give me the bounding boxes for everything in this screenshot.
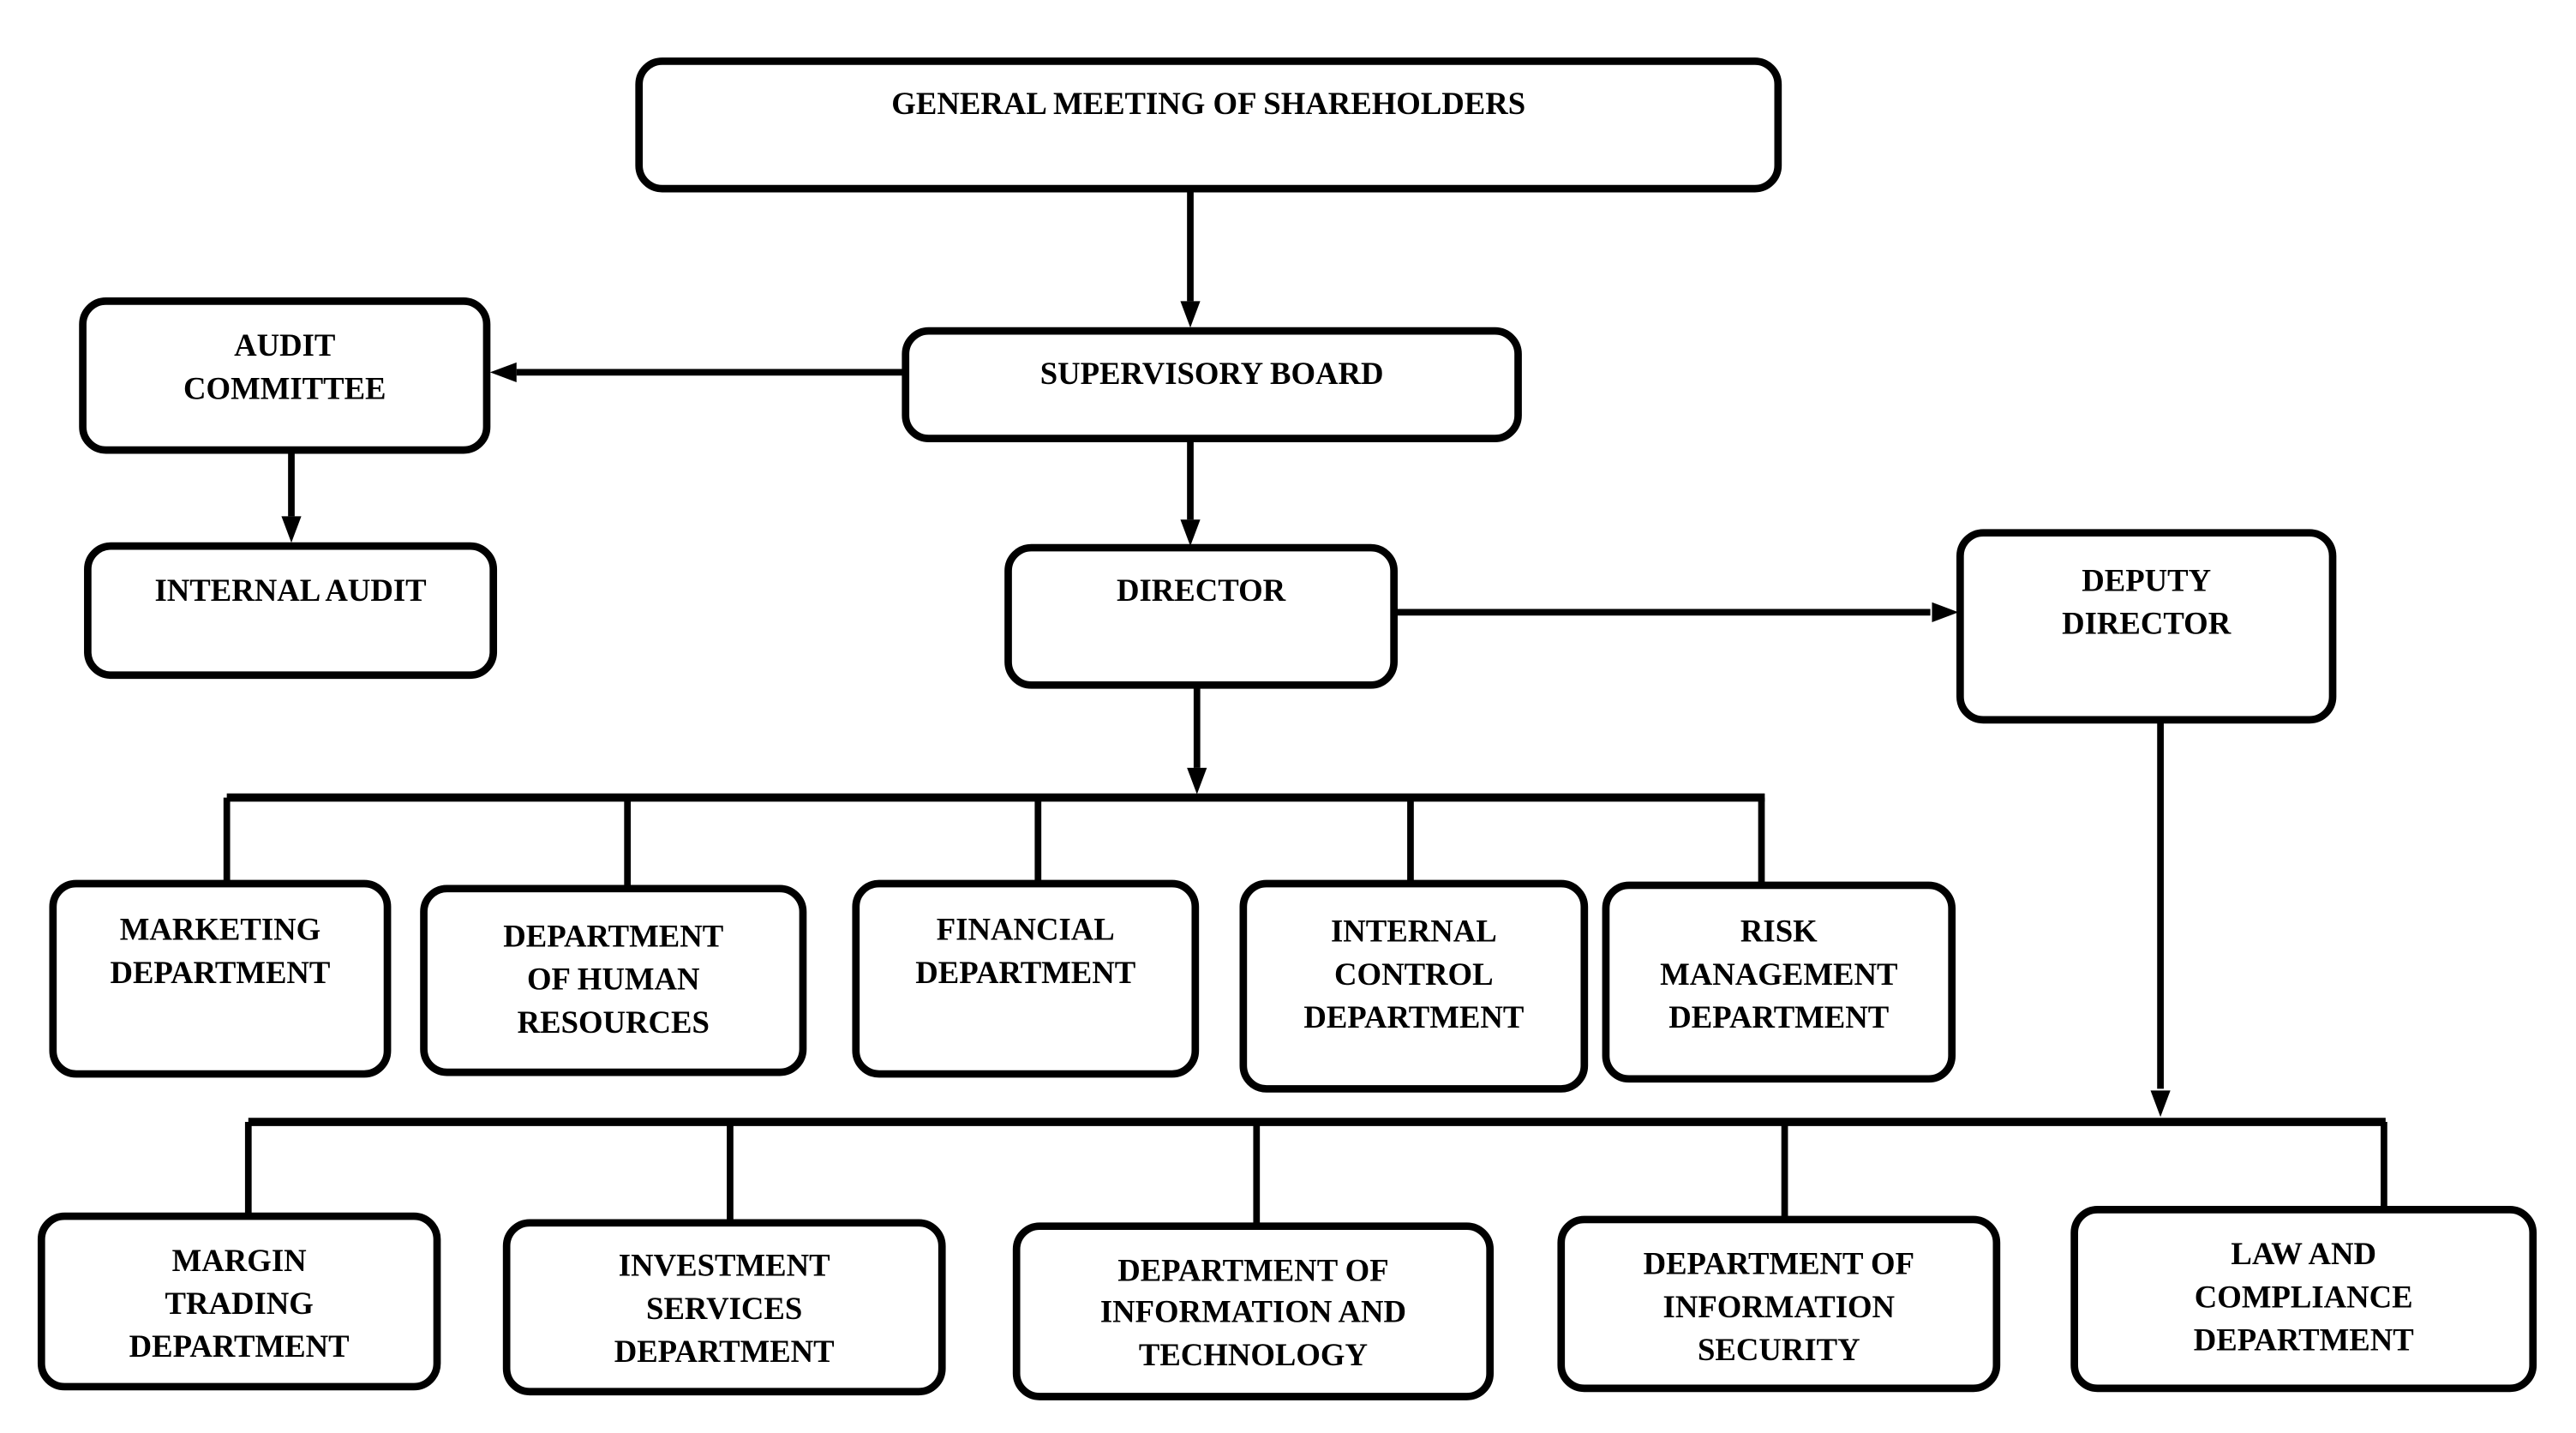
- arrowhead-audit-committee: [489, 362, 517, 382]
- arrowhead-internal-audit: [281, 516, 302, 543]
- node-label-investment: SERVICES: [646, 1291, 802, 1326]
- node-audit-committee: [79, 297, 491, 454]
- node-label-it: INFORMATION AND: [1100, 1294, 1406, 1329]
- node-label-investment: INVESTMENT: [619, 1248, 830, 1283]
- node-label-law: DEPARTMENT: [2194, 1322, 2414, 1357]
- node-label-internal-audit: INTERNAL AUDIT: [154, 573, 426, 608]
- node-label-internal-control: DEPARTMENT: [1303, 999, 1524, 1034]
- node-label-internal-control: INTERNAL: [1331, 914, 1497, 949]
- node-director: [1004, 543, 1398, 689]
- node-label-audit-committee: AUDIT: [234, 327, 335, 363]
- node-label-it: DEPARTMENT OF: [1117, 1252, 1388, 1287]
- node-label-infosec: INFORMATION: [1663, 1289, 1896, 1324]
- node-board: [902, 327, 1522, 442]
- node-marketing: [49, 879, 392, 1078]
- arrowhead-director-bus: [1187, 767, 1207, 794]
- node-internal-control: [1239, 879, 1589, 1093]
- node-label-infosec: SECURITY: [1698, 1332, 1860, 1367]
- arrowhead-deputy-bus: [2150, 1090, 2171, 1118]
- node-label-hr: DEPARTMENT: [503, 918, 723, 953]
- node-investment: [502, 1219, 946, 1396]
- node-deputy: [1956, 529, 2337, 724]
- node-gms: [635, 57, 1782, 193]
- node-label-financial: DEPARTMENT: [915, 955, 1135, 990]
- node-label-infosec: DEPARTMENT OF: [1644, 1246, 1914, 1281]
- node-internal-audit: [84, 542, 498, 680]
- node-label-risk: DEPARTMENT: [1668, 999, 1889, 1034]
- node-label-gms: GENERAL MEETING OF SHAREHOLDERS: [891, 86, 1525, 121]
- node-label-marketing: DEPARTMENT: [110, 955, 330, 990]
- node-label-law: COMPLIANCE: [2195, 1279, 2413, 1314]
- node-margin: [37, 1212, 441, 1391]
- node-label-investment: DEPARTMENT: [614, 1334, 835, 1369]
- node-label-audit-committee: COMMITTEE: [183, 370, 386, 405]
- node-label-hr: OF HUMAN: [527, 962, 700, 997]
- arrowhead-board: [1180, 301, 1201, 328]
- arrowhead-deputy: [1932, 602, 1959, 622]
- node-label-risk: MANAGEMENT: [1660, 956, 1897, 992]
- node-label-margin: TRADING: [165, 1286, 313, 1321]
- node-it: [1012, 1222, 1495, 1400]
- node-infosec: [1557, 1215, 2001, 1393]
- node-financial: [852, 879, 1200, 1078]
- node-label-board: SUPERVISORY BOARD: [1040, 356, 1384, 391]
- node-label-director: DIRECTOR: [1117, 573, 1286, 608]
- node-label-financial: FINANCIAL: [937, 912, 1115, 947]
- node-label-margin: MARGIN: [172, 1243, 307, 1278]
- node-hr: [420, 884, 807, 1076]
- node-label-risk: RISK: [1740, 914, 1818, 949]
- node-label-deputy: DIRECTOR: [2062, 605, 2232, 640]
- arrowhead-director: [1180, 519, 1201, 547]
- node-label-internal-control: CONTROL: [1334, 956, 1494, 992]
- node-label-law: LAW AND: [2231, 1236, 2376, 1271]
- node-label-deputy: DEPUTY: [2082, 562, 2211, 597]
- node-label-margin: DEPARTMENT: [129, 1328, 350, 1364]
- node-law: [2070, 1206, 2537, 1393]
- node-label-marketing: MARKETING: [120, 912, 321, 947]
- node-label-hr: RESOURCES: [518, 1004, 710, 1040]
- node-risk: [1602, 881, 1956, 1083]
- node-label-it: TECHNOLOGY: [1139, 1337, 1368, 1372]
